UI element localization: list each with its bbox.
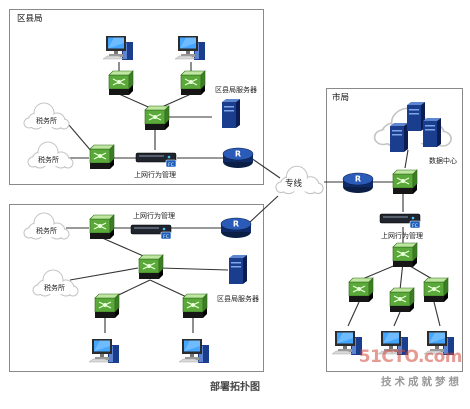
behavior-mgmt-icon [135, 152, 177, 169]
watermark-slogan: 技术成就梦想 [381, 376, 462, 388]
switch-icon [94, 293, 120, 319]
tax-office-label: 税务所 [38, 155, 59, 164]
tax-office-cloud [32, 269, 79, 297]
data-center-label: 数据中心 [429, 156, 457, 165]
pc-icon [88, 338, 120, 364]
behavior-mgmt-label: 上网行为管理 [381, 231, 423, 240]
switch-icon [89, 144, 115, 170]
pc-icon [174, 35, 206, 61]
leased-line-label: 专线 [285, 178, 303, 189]
district-server-icon [229, 255, 247, 284]
district-server-label: 区县局服务器 [215, 85, 257, 94]
switch-icon [348, 277, 374, 303]
district-server-label: 区县局服务器 [217, 294, 259, 303]
district-region-label: 区县局 [17, 14, 43, 24]
watermark-brand: 51CTO.com [358, 347, 463, 367]
data-center-server-icon [407, 102, 425, 131]
router-icon [220, 217, 252, 239]
switch-icon [180, 70, 206, 96]
data-center-server-icon [390, 123, 408, 152]
tax-office-label: 税务所 [36, 116, 57, 125]
watermark: 51CTO.com 技术成就梦想 [358, 347, 463, 389]
behavior-mgmt-icon [379, 213, 421, 230]
tax-office-label: 税务所 [44, 283, 65, 292]
tax-office-cloud [23, 102, 70, 130]
data-center-server-icon [423, 118, 441, 147]
pc-icon [178, 338, 210, 364]
switch-icon [389, 287, 415, 313]
behavior-mgmt-label: 上网行为管理 [134, 170, 176, 179]
switch-icon [89, 214, 115, 240]
tax-office-cloud [27, 141, 74, 169]
tax-office-cloud [23, 212, 70, 240]
district-bottom-region [9, 204, 264, 372]
behavior-mgmt-label: 上网行为管理 [133, 211, 175, 220]
city-region-label: 市局 [332, 92, 349, 103]
district-top-region [9, 9, 264, 185]
district-server-icon [222, 99, 240, 128]
diagram-caption: 部署拓扑图 [210, 382, 260, 393]
router-icon [222, 147, 254, 169]
switch-icon [108, 70, 134, 96]
switch-icon [392, 242, 418, 268]
switch-icon [182, 293, 208, 319]
core-switch-icon [144, 105, 170, 131]
network-links [62, 62, 441, 333]
router-icon [342, 172, 374, 194]
behavior-mgmt-icon [130, 224, 172, 241]
city-region [326, 88, 463, 372]
pc-icon [331, 330, 363, 356]
switch-icon [423, 277, 449, 303]
tax-office-label: 税务所 [36, 226, 57, 235]
core-switch-icon [392, 169, 418, 195]
core-switch-icon [138, 254, 164, 280]
pc-icon [102, 35, 134, 61]
